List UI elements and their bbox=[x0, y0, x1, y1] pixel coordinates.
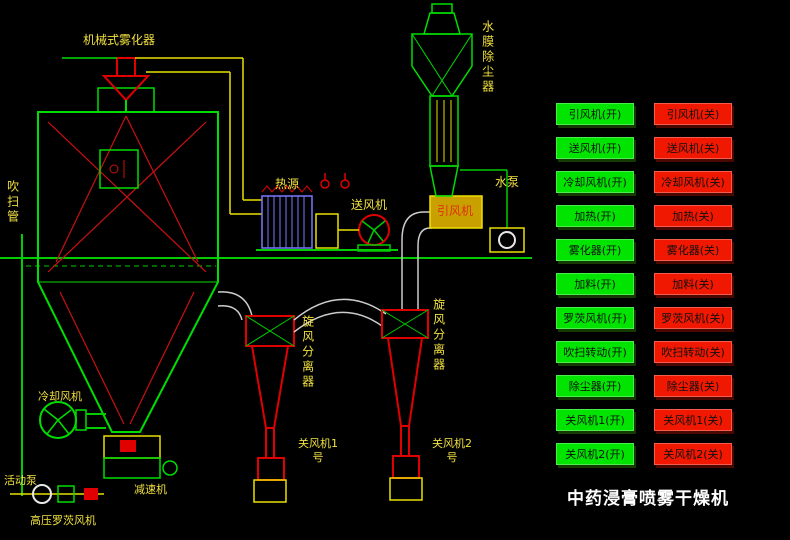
heater-bank bbox=[256, 173, 398, 251]
cooling-fan-off-button[interactable]: 冷却风机(关) bbox=[654, 171, 732, 193]
purge-pipe-lines bbox=[0, 234, 532, 496]
control-row-rotary-valve-1: 关风机1(开) 关风机1(关) bbox=[556, 409, 732, 431]
drying-tower bbox=[37, 111, 219, 433]
atomizer-on-button[interactable]: 雾化器(开) bbox=[556, 239, 634, 261]
control-row-heating: 加热(开) 加热(关) bbox=[556, 205, 732, 227]
rotary-valve-1-label: 关风机1号 bbox=[298, 437, 338, 465]
control-row-purge-rotation: 吹扫转动(开) 吹扫转动(关) bbox=[556, 341, 732, 363]
induced-draft-fan-off-button[interactable]: 引风机(关) bbox=[654, 103, 732, 125]
dust-collector bbox=[411, 3, 473, 197]
process-diagram bbox=[0, 3, 532, 504]
feeding-on-button[interactable]: 加料(开) bbox=[556, 273, 634, 295]
atomizer-label: 机械式雾化器 bbox=[83, 33, 156, 47]
control-row-feeding: 加料(开) 加料(关) bbox=[556, 273, 732, 295]
induced-draft-fan-unit bbox=[429, 195, 483, 229]
heating-off-button[interactable]: 加热(关) bbox=[654, 205, 732, 227]
control-row-dust-collector: 除尘器(开) 除尘器(关) bbox=[556, 375, 732, 397]
gear-reducer-label: 减速机 bbox=[134, 483, 167, 496]
cooling-fan-on-button[interactable]: 冷却风机(开) bbox=[556, 171, 634, 193]
water-pump-unit bbox=[460, 169, 525, 253]
cooling-fan-unit bbox=[39, 401, 106, 439]
control-row-roots-blower: 罗茨风机(开) 罗茨风机(关) bbox=[556, 307, 732, 329]
rotary-valve-1-off-button[interactable]: 关风机1(关) bbox=[654, 409, 732, 431]
rotary-valve-2-label: 关风机2号 bbox=[432, 437, 472, 465]
roots-blower-off-button[interactable]: 罗茨风机(关) bbox=[654, 307, 732, 329]
rotary-valve-2-on-button[interactable]: 关风机2(开) bbox=[556, 443, 634, 465]
supply-fan-unit bbox=[338, 214, 391, 252]
induced-fan-label: 引风机 bbox=[437, 204, 474, 218]
rotary-valve-1-on-button[interactable]: 关风机1(开) bbox=[556, 409, 634, 431]
cooling-fan-label: 冷却风机 bbox=[38, 390, 82, 403]
rotary-valve-2-off-button[interactable]: 关风机2(关) bbox=[654, 443, 732, 465]
control-row-induced-draft-fan: 引风机(开) 引风机(关) bbox=[556, 103, 732, 125]
purge-rotation-off-button[interactable]: 吹扫转动(关) bbox=[654, 341, 732, 363]
cyclone-connecting-duct bbox=[293, 298, 387, 333]
supply-fan-off-button[interactable]: 送风机(关) bbox=[654, 137, 732, 159]
roots-blower-label: 高压罗茨风机 bbox=[30, 514, 96, 527]
dust-collector-on-button[interactable]: 除尘器(开) bbox=[556, 375, 634, 397]
control-panel: 引风机(开) 引风机(关) 送风机(开) 送风机(关) 冷却风机(开) 冷却风机… bbox=[556, 103, 732, 465]
dust-collector-off-button[interactable]: 除尘器(关) bbox=[654, 375, 732, 397]
hot-air-duct bbox=[135, 57, 262, 215]
roots-blower-unit bbox=[10, 484, 104, 504]
purge-rotation-on-button[interactable]: 吹扫转动(开) bbox=[556, 341, 634, 363]
cyclone-separator-2 bbox=[381, 309, 429, 501]
exhaust-duct bbox=[401, 211, 432, 310]
supply-fan-on-button[interactable]: 送风机(开) bbox=[556, 137, 634, 159]
page-title: 中药浸膏喷雾干燥机 bbox=[567, 489, 729, 509]
roots-blower-on-button[interactable]: 罗茨风机(开) bbox=[556, 307, 634, 329]
control-row-cooling-fan: 冷却风机(开) 冷却风机(关) bbox=[556, 171, 732, 193]
cyclone-1-label: 旋风分离器 bbox=[300, 315, 315, 390]
heating-on-button[interactable]: 加热(开) bbox=[556, 205, 634, 227]
feeding-off-button[interactable]: 加料(关) bbox=[654, 273, 732, 295]
supply-fan-label: 送风机 bbox=[351, 198, 388, 212]
atomizer-off-button[interactable]: 雾化器(关) bbox=[654, 239, 732, 261]
control-row-rotary-valve-2: 关风机2(开) 关风机2(关) bbox=[556, 443, 732, 465]
water-pump-label: 水泵 bbox=[495, 175, 520, 189]
purge-pipe-label: 吹扫管 bbox=[5, 180, 20, 225]
cyclone-2-label: 旋风分离器 bbox=[431, 298, 446, 373]
mobile-pump-label: 活动泵 bbox=[4, 474, 37, 487]
control-row-atomizer: 雾化器(开) 雾化器(关) bbox=[556, 239, 732, 261]
control-row-supply-fan: 送风机(开) 送风机(关) bbox=[556, 137, 732, 159]
dust-collector-label: 水膜除尘器 bbox=[480, 20, 495, 95]
heat-source-label: 热源 bbox=[275, 177, 300, 191]
atomizer-assembly bbox=[62, 57, 155, 113]
cyclone-separator-1 bbox=[217, 291, 295, 503]
discharge-valve-unit bbox=[103, 435, 178, 479]
induced-draft-fan-on-button[interactable]: 引风机(开) bbox=[556, 103, 634, 125]
